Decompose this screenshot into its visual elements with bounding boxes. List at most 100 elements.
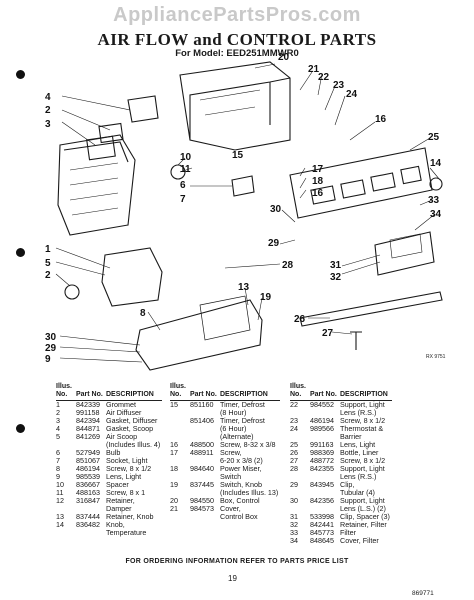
part-description: Timer, Defrost (8 Hour): [220, 400, 265, 417]
part-description: Screw, 6-20 x 3/8 (2): [220, 448, 263, 465]
part-number: 486194: [310, 416, 334, 425]
part-description: Timer, Defrost (6 Hour) (Alternate): [220, 416, 265, 441]
air-scoop-drawing: [101, 247, 163, 307]
illus-number: 32: [290, 520, 298, 529]
illus-number: 14: [56, 520, 64, 529]
illus-number: 4: [56, 424, 60, 433]
bulb-lower-drawing: [64, 284, 80, 300]
callout-label: 11: [180, 164, 191, 175]
callout-label: 32: [330, 272, 342, 283]
part-number: 985539: [76, 472, 100, 481]
illus-number: 16: [170, 440, 178, 449]
callout-label: 1: [45, 244, 51, 255]
callout-label: 33: [428, 195, 440, 206]
exploded-parts-diagram: 20 21 22 23 24 4 2 3 16 25 10 11 15 6 7 …: [45, 52, 443, 371]
table-row: 15 851160 Timer, Defrost (8 Hour): [170, 401, 280, 418]
model-line: For Model: EED251MMWR0: [175, 48, 299, 59]
callout-label: 34: [430, 209, 442, 220]
header-desc: DESCRIPTION: [106, 383, 163, 401]
part-number: 488500: [190, 440, 214, 449]
callout-label: 29: [45, 343, 57, 354]
callout-label: 30: [270, 204, 282, 215]
callout-label: 7: [180, 194, 186, 205]
part-number: 486194: [76, 464, 100, 473]
part-description: Support, Light Lens (L.S.) (2): [340, 496, 386, 513]
part-number: 844871: [76, 424, 100, 433]
part-number: 488911: [190, 448, 214, 457]
callout-label: 22: [318, 72, 330, 83]
callout-label: 13: [238, 282, 250, 293]
filter-cover-drawing: [374, 231, 435, 276]
part-number: 851160: [190, 400, 214, 409]
part-description: Support, Light Lens (R.S.): [340, 400, 385, 417]
part-description: Retainer, Damper: [106, 496, 135, 513]
illus-number: 8: [56, 464, 60, 473]
part-number: 488772: [310, 456, 334, 465]
part-description: Bulb: [106, 448, 121, 457]
illus-number: 3: [56, 416, 60, 425]
header-part: Part No.: [190, 383, 220, 401]
illus-number: 15: [170, 400, 178, 409]
table-row: 4 844871 Gasket, Scoop: [56, 425, 162, 433]
callout-label: 18: [312, 176, 324, 187]
illus-number: 29: [290, 480, 298, 489]
callout-label: 27: [322, 328, 334, 339]
part-number: 533998: [310, 512, 334, 521]
part-description: Grommet: [106, 400, 136, 409]
callout-label: 2: [45, 105, 51, 116]
part-number: 836482: [76, 520, 100, 529]
part-number: 837444: [76, 512, 100, 521]
part-description: Cover, Filter: [340, 536, 379, 545]
part-description: Thermostat & Barrier: [340, 424, 384, 441]
callout-label: 8: [140, 308, 146, 319]
callout-label: 15: [232, 150, 244, 161]
callout-label: 16: [312, 188, 324, 199]
table-row: 14 836482 Knob, Temperature: [56, 521, 162, 537]
callout-label: 5: [45, 258, 51, 269]
part-number: 984573: [190, 504, 214, 513]
callout-label: 6: [180, 180, 186, 191]
part-description: Power Miser, Switch: [220, 464, 262, 481]
callout-label: 14: [430, 158, 442, 169]
part-description: Gasket, Scoop: [106, 424, 154, 433]
air-diffuser-drawing: [57, 134, 136, 236]
part-number: 316847: [76, 496, 100, 505]
callout-label: 17: [312, 164, 324, 175]
document-number: 869771: [412, 590, 434, 597]
part-number: 989566: [310, 424, 334, 433]
callout-label: 21: [308, 64, 320, 75]
illus-number: 11: [56, 488, 64, 497]
illus-number: 19: [170, 480, 178, 489]
part-description: Gasket, Diffuser: [106, 416, 158, 425]
header-illus: Illus. No.: [56, 383, 76, 401]
ordering-footer: FOR ORDERING INFORMATION REFER TO PARTS …: [125, 558, 349, 565]
part-number: 851406: [190, 416, 214, 425]
page-title: AIR FLOW and CONTROL PARTS: [97, 30, 377, 49]
header-desc: DESCRIPTION: [220, 383, 281, 401]
illus-number: 31: [290, 512, 298, 521]
part-description: Knob, Temperature: [106, 520, 147, 537]
part-number: 842394: [76, 416, 100, 425]
part-number: 988369: [310, 448, 334, 457]
callout-label: 20: [278, 52, 290, 63]
gasket-scoop-drawing: [98, 122, 124, 144]
callout-label: 30: [45, 332, 57, 343]
